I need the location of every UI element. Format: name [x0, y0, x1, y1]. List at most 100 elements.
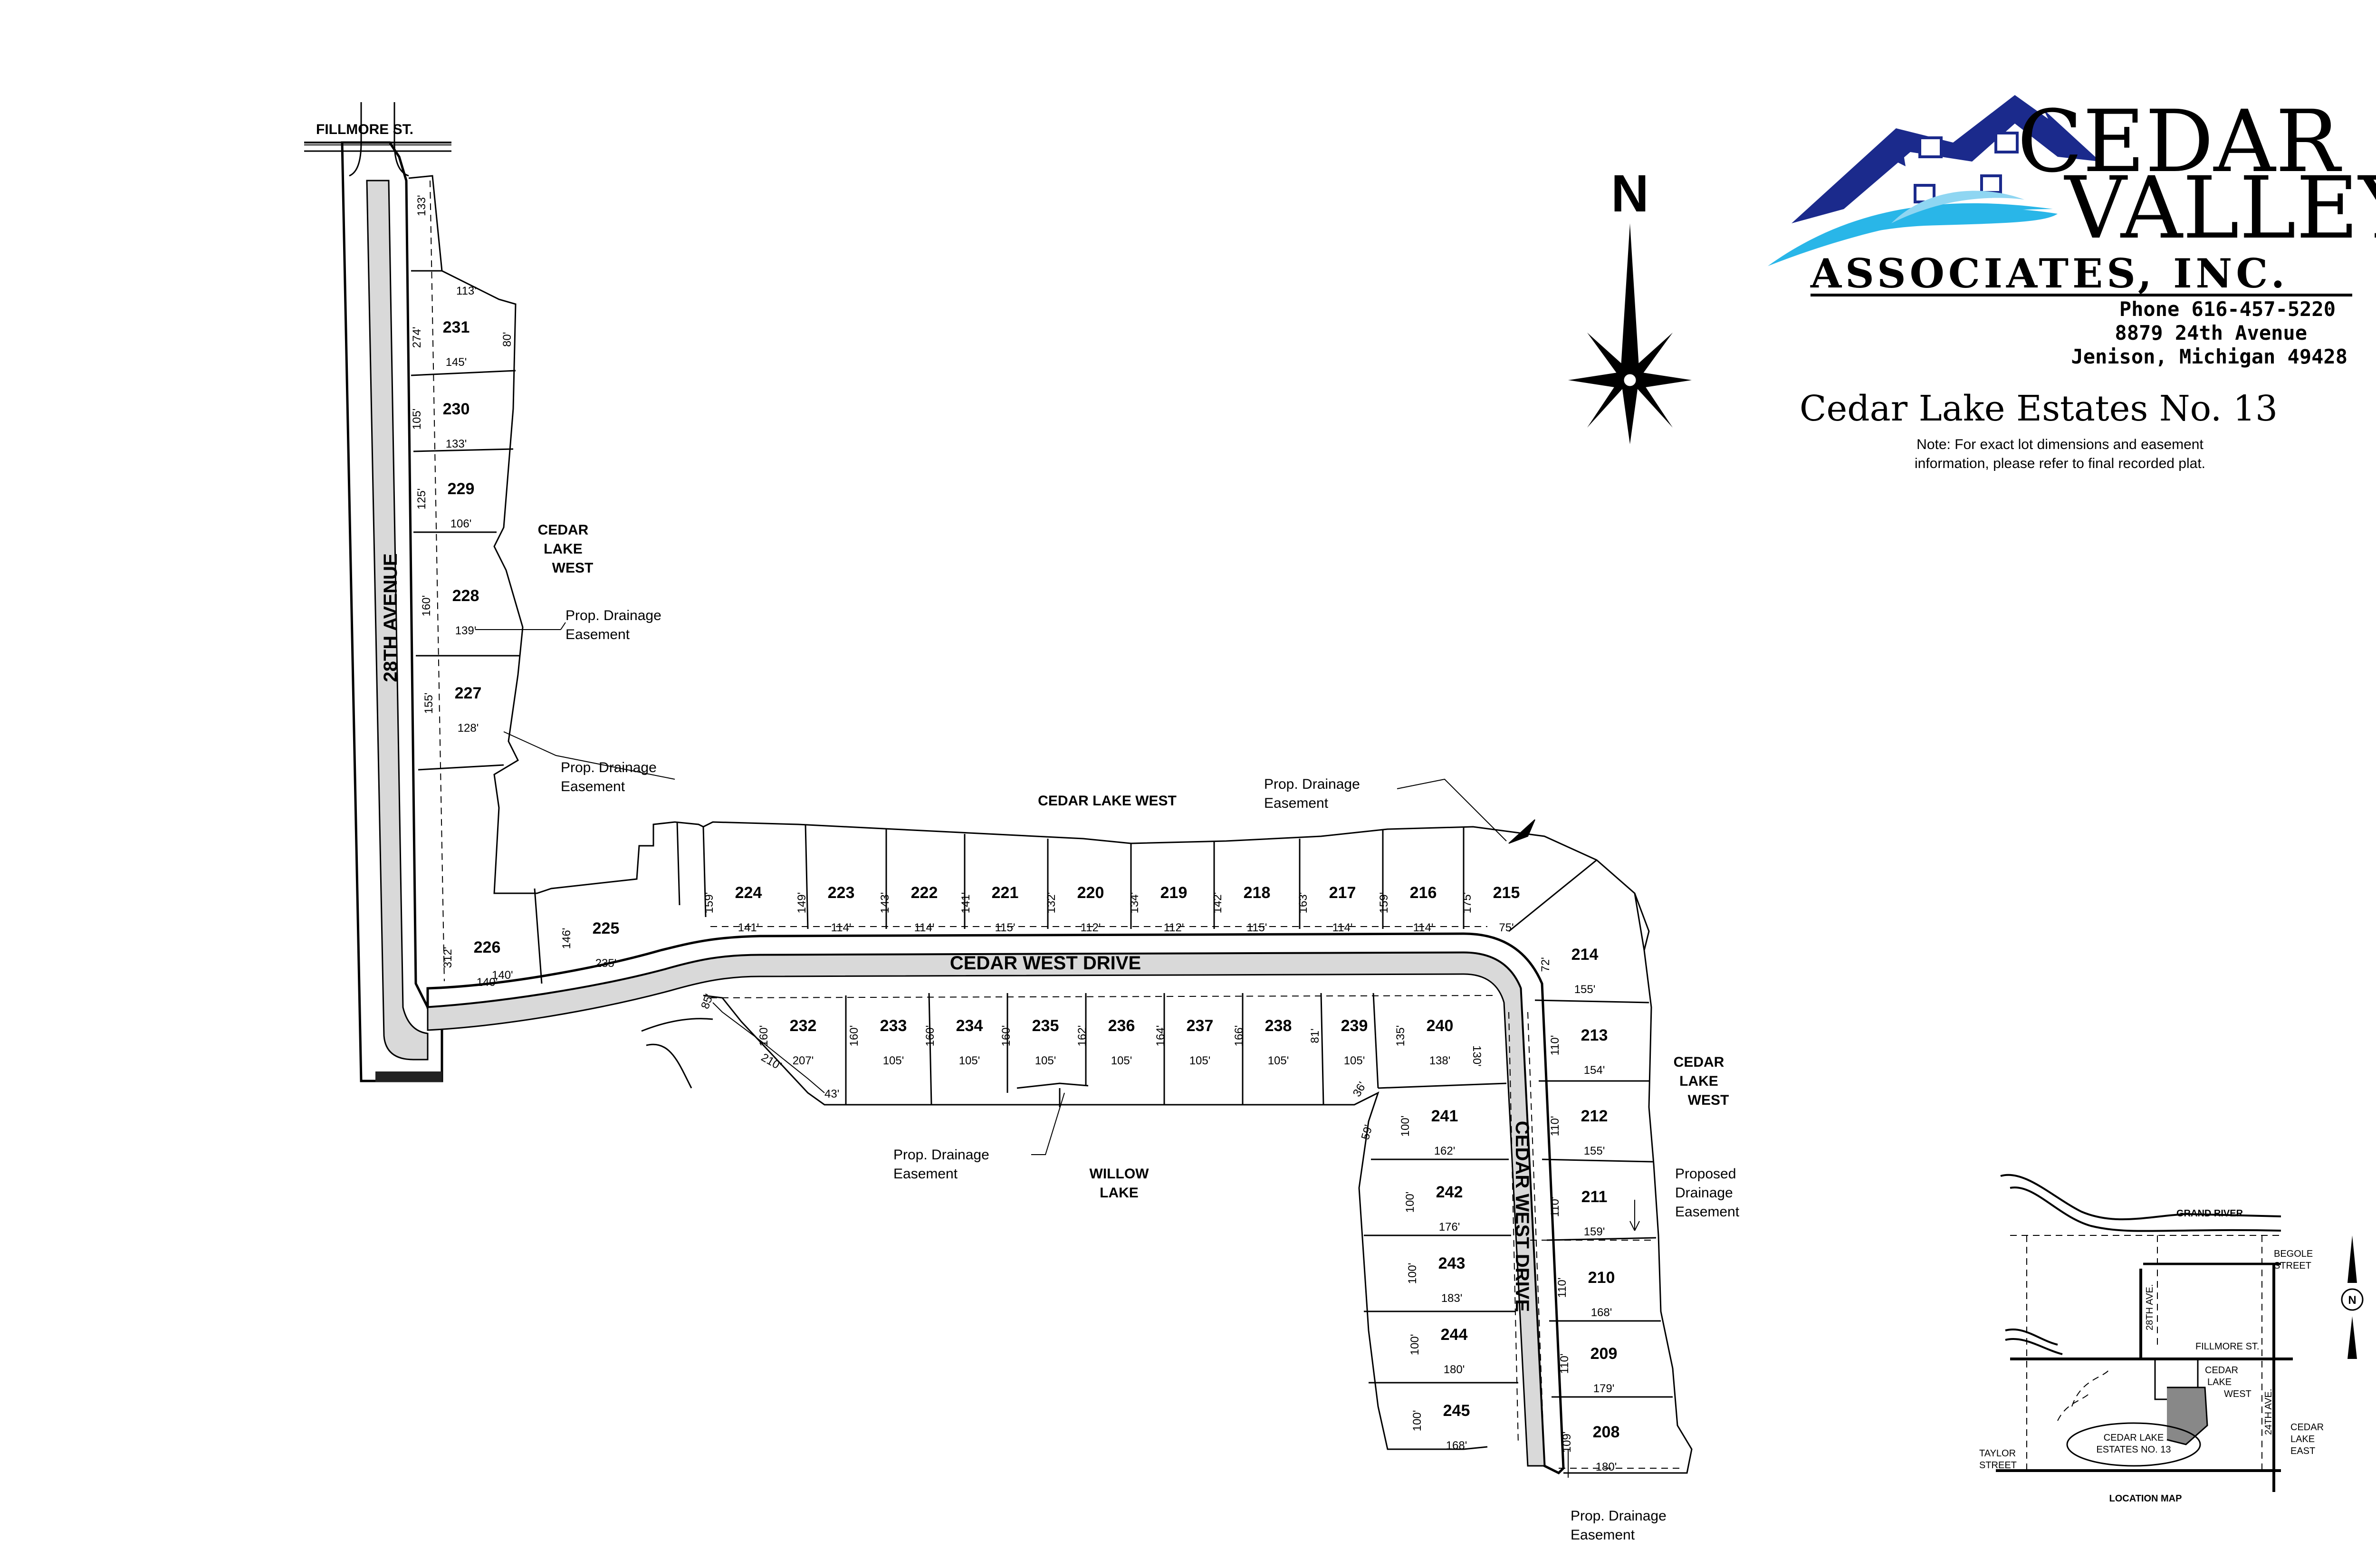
- lot-lines-east: [1534, 893, 1693, 1474]
- lot-depth: 105': [411, 409, 423, 430]
- easement-label: Easement: [565, 627, 630, 642]
- loc-taylor: STREET: [1979, 1460, 2017, 1471]
- easement-label: Easement: [1675, 1204, 1740, 1220]
- lot-width: 115': [995, 921, 1016, 934]
- lot-width: 162': [1434, 1145, 1456, 1157]
- lot-number: 221: [992, 884, 1019, 902]
- lot-width: 139': [455, 624, 477, 637]
- lot-number: 245: [1443, 1402, 1470, 1420]
- lot-width: 168': [1446, 1439, 1467, 1452]
- loc-north-arrow-icon: N: [2341, 1235, 2364, 1359]
- wave-icon: [1768, 191, 2058, 266]
- loc-begole: BEGOLE: [2274, 1249, 2313, 1259]
- loc-site: ESTATES NO. 13: [2096, 1444, 2171, 1455]
- lot-depth: 134': [1128, 892, 1141, 914]
- lot-number: 231: [443, 318, 470, 336]
- lot-depth: 110': [1549, 1116, 1562, 1137]
- easement-label: Easement: [1571, 1527, 1635, 1543]
- setback-lines: [430, 180, 1682, 1469]
- lot-width: 105': [1344, 1054, 1365, 1067]
- lots-layer: 231145'274'230133'105'229106'125'228139'…: [411, 318, 1619, 1473]
- lot-number: 211: [1581, 1188, 1608, 1206]
- label-cedar-lake-west-left: CEDAR: [538, 522, 589, 538]
- lot-number: 215: [1493, 884, 1520, 902]
- lot-width: 105': [959, 1054, 980, 1067]
- lot-depth: 163': [1297, 892, 1310, 914]
- dim-label: 59': [1359, 1123, 1375, 1141]
- lot-width: 235': [595, 957, 617, 970]
- lot-width: 159': [1584, 1225, 1605, 1238]
- lot-number: 236: [1108, 1017, 1135, 1035]
- lot-depth: 164': [1154, 1025, 1167, 1047]
- easement-label: Easement: [893, 1166, 958, 1182]
- lot-width: 106': [450, 517, 472, 530]
- label-cedar-lake-west-top: CEDAR LAKE WEST: [1038, 793, 1177, 809]
- lot-depth: 100': [1408, 1334, 1421, 1356]
- lot-number: 244: [1441, 1326, 1468, 1344]
- lot-number: 224: [735, 884, 762, 902]
- lot-width: 154': [1584, 1064, 1605, 1077]
- easement-label: Prop. Drainage: [565, 608, 661, 623]
- lot-depth: 146': [560, 928, 573, 949]
- company-address-2: Jenison, Michigan 49428: [2071, 345, 2347, 368]
- easement-label: Drainage: [1675, 1185, 1733, 1201]
- lot-depth: 143': [879, 892, 891, 914]
- loc-caption: LOCATION MAP: [2109, 1493, 2182, 1504]
- lot-depth: 100': [1411, 1410, 1424, 1432]
- lot-lines-south: [641, 993, 1518, 1450]
- loc-cle: CEDAR: [2290, 1422, 2324, 1433]
- lot-number: 217: [1329, 884, 1356, 902]
- lot-width: 180': [1444, 1363, 1465, 1376]
- dim-label: 113': [456, 285, 477, 297]
- lot-width: 105': [1189, 1054, 1211, 1067]
- dim-label: 140': [492, 969, 513, 982]
- easement-callouts: [475, 622, 1640, 1478]
- lot-number: 235: [1032, 1017, 1059, 1035]
- lot-width: 105': [1111, 1054, 1132, 1067]
- lot-width: 114': [914, 921, 935, 934]
- lot-number: 213: [1581, 1026, 1608, 1044]
- road-fillmore: [304, 102, 451, 177]
- lot-width: 133': [446, 438, 467, 450]
- lot-width: 105': [1268, 1054, 1289, 1067]
- lot-depth: 109': [1561, 1432, 1573, 1453]
- lot-number: 220: [1077, 884, 1104, 902]
- lot-number: 222: [911, 884, 938, 902]
- lot-depth: 149': [795, 892, 808, 914]
- lot-depth: 159': [703, 892, 716, 914]
- easement-label: Easement: [1264, 795, 1329, 811]
- lot-number: 232: [790, 1017, 817, 1035]
- easement-label: Prop. Drainage: [1264, 776, 1360, 792]
- north-letter: N: [1611, 164, 1648, 223]
- easement-label: Prop. Drainage: [893, 1147, 989, 1163]
- brand-line-1: CEDAR: [2017, 92, 2342, 191]
- lot-number: 243: [1438, 1254, 1466, 1272]
- loc-24th: 24TH AVE.: [2263, 1389, 2274, 1435]
- lot-width: 128': [458, 722, 479, 735]
- lot-number: 210: [1588, 1269, 1615, 1287]
- lot-width: 140': [477, 976, 498, 989]
- lot-number: 228: [452, 587, 479, 605]
- lot-width: 155': [1574, 983, 1596, 996]
- lot-number: 209: [1590, 1345, 1618, 1363]
- compass-star-icon: [1568, 223, 1692, 444]
- dim-label: 36': [1351, 1080, 1369, 1099]
- lot-depth: 155': [422, 693, 435, 714]
- label-cedar-lake-west-right: CEDAR: [1674, 1054, 1725, 1070]
- lot-width: 105': [1035, 1054, 1056, 1067]
